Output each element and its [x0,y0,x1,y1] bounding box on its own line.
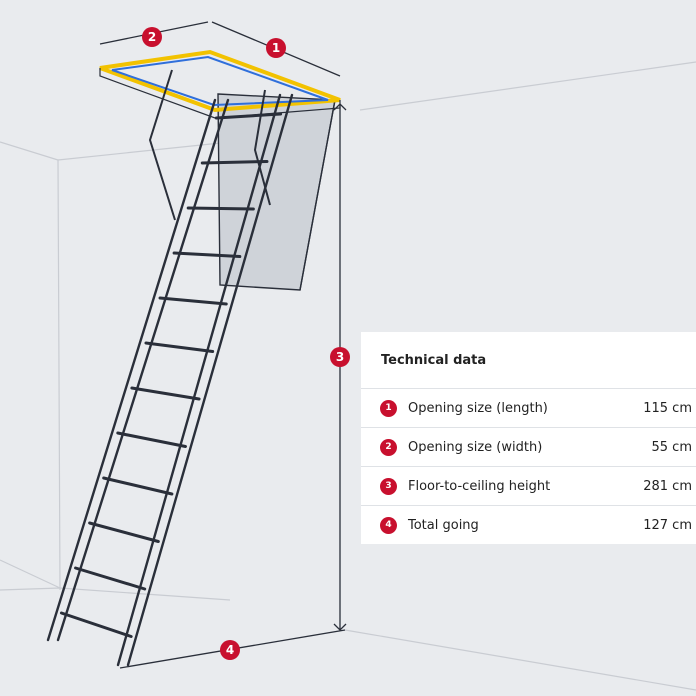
svg-text:3: 3 [336,350,344,364]
svg-text:1: 1 [272,41,280,55]
spec-label: Opening size (width) [408,439,543,455]
spec-value: 127 cm [643,517,692,533]
panel-header: Technical data [361,332,696,388]
ladder-rung [88,521,160,543]
spec-number-badge: 1 [380,399,397,417]
spec-value: 281 cm [643,478,692,494]
ladder [46,93,294,667]
spec-number-badge: 4 [380,516,397,534]
spec-value: 55 cm [651,439,693,455]
ladder-rung [200,160,269,165]
ladder-rung [186,206,255,211]
panel-title: Technical data [381,352,487,368]
technical-data-panel: Technical data 1 Opening size (length) 1… [361,332,696,547]
marker-3: 3 [330,347,350,367]
ladder-rung [158,296,228,306]
marker-1: 1 [266,38,286,58]
marker-2: 2 [142,27,162,47]
spec-label: Total going [408,517,479,533]
svg-text:4: 4 [226,643,234,657]
ladder-rung [172,251,242,258]
ladder-rung [102,476,174,496]
marker-4: 4 [220,640,240,660]
spec-label: Floor-to-ceiling height [408,478,551,494]
room-outline [0,61,696,691]
ladder-rung [144,341,215,353]
ladder-rung [59,611,133,638]
spec-row: 3 Floor-to-ceiling height 281 cm [361,466,696,505]
ladder-rung [214,112,283,120]
svg-text:2: 2 [148,30,156,44]
spec-label: Opening size (length) [408,400,548,416]
spec-row: 2 Opening size (width) 55 cm [361,427,696,466]
ladder-rung [116,431,187,448]
spec-number-badge: 3 [380,477,397,495]
attic-hatch [217,93,336,291]
spec-row: 1 Opening size (length) 115 cm [361,388,696,427]
spec-number-badge: 2 [380,438,397,456]
ladder-rung [74,566,147,591]
spec-row: 4 Total going 127 cm [361,505,696,544]
spec-value: 115 cm [643,400,692,416]
dimension-markers: 1 2 3 4 [142,27,350,660]
ladder-rung [130,386,201,401]
